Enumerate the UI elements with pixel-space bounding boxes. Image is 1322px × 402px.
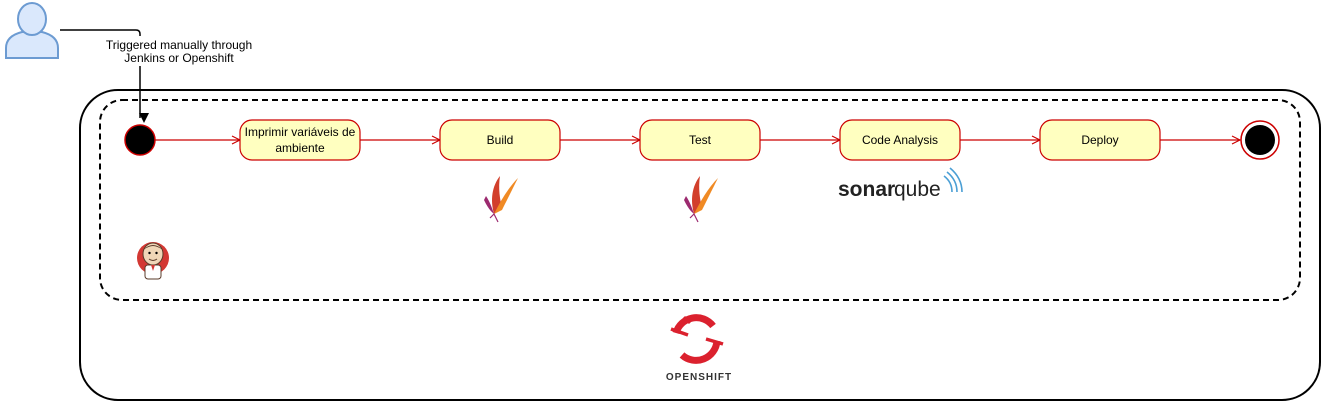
openshift-container [79, 89, 1321, 401]
stage-deploy-label: Deploy [1081, 133, 1118, 147]
trigger-label-line1: Triggered manually through [106, 38, 252, 52]
trigger-label-line2: Jenkins or Openshift [124, 51, 234, 65]
stage-code-analysis-label: Code Analysis [862, 133, 938, 147]
svg-text:qube: qube [894, 178, 941, 201]
trigger-label-bg [103, 36, 255, 66]
trigger-connector [60, 29, 149, 123]
svg-text:sonar: sonar [838, 178, 895, 201]
stage-build[interactable]: Build [439, 119, 561, 161]
openshift-wordmark: OPENSHIFT [666, 372, 732, 383]
sonarqube-logo: sonar qube [838, 167, 963, 201]
apache-maven-feather-icon [484, 176, 518, 223]
stage-code-analysis[interactable]: Code Analysis [839, 119, 961, 161]
user-actor-icon [5, 2, 59, 59]
openshift-logo-icon [670, 314, 724, 364]
stage-test-label: Test [689, 133, 712, 147]
apache-maven-feather-icon [684, 176, 718, 223]
stage-print-env-label-line1: Imprimir variáveis de [245, 125, 356, 139]
stage-print-env-label-line2: ambiente [275, 141, 325, 155]
stage-print-env[interactable]: Imprimir variáveis de ambiente [239, 119, 361, 161]
stage-build-label: Build [487, 133, 514, 147]
start-node [124, 124, 156, 156]
jenkins-logo-icon [137, 242, 169, 280]
stage-deploy[interactable]: Deploy [1039, 119, 1161, 161]
stage-test[interactable]: Test [639, 119, 761, 161]
end-node [1240, 120, 1280, 160]
